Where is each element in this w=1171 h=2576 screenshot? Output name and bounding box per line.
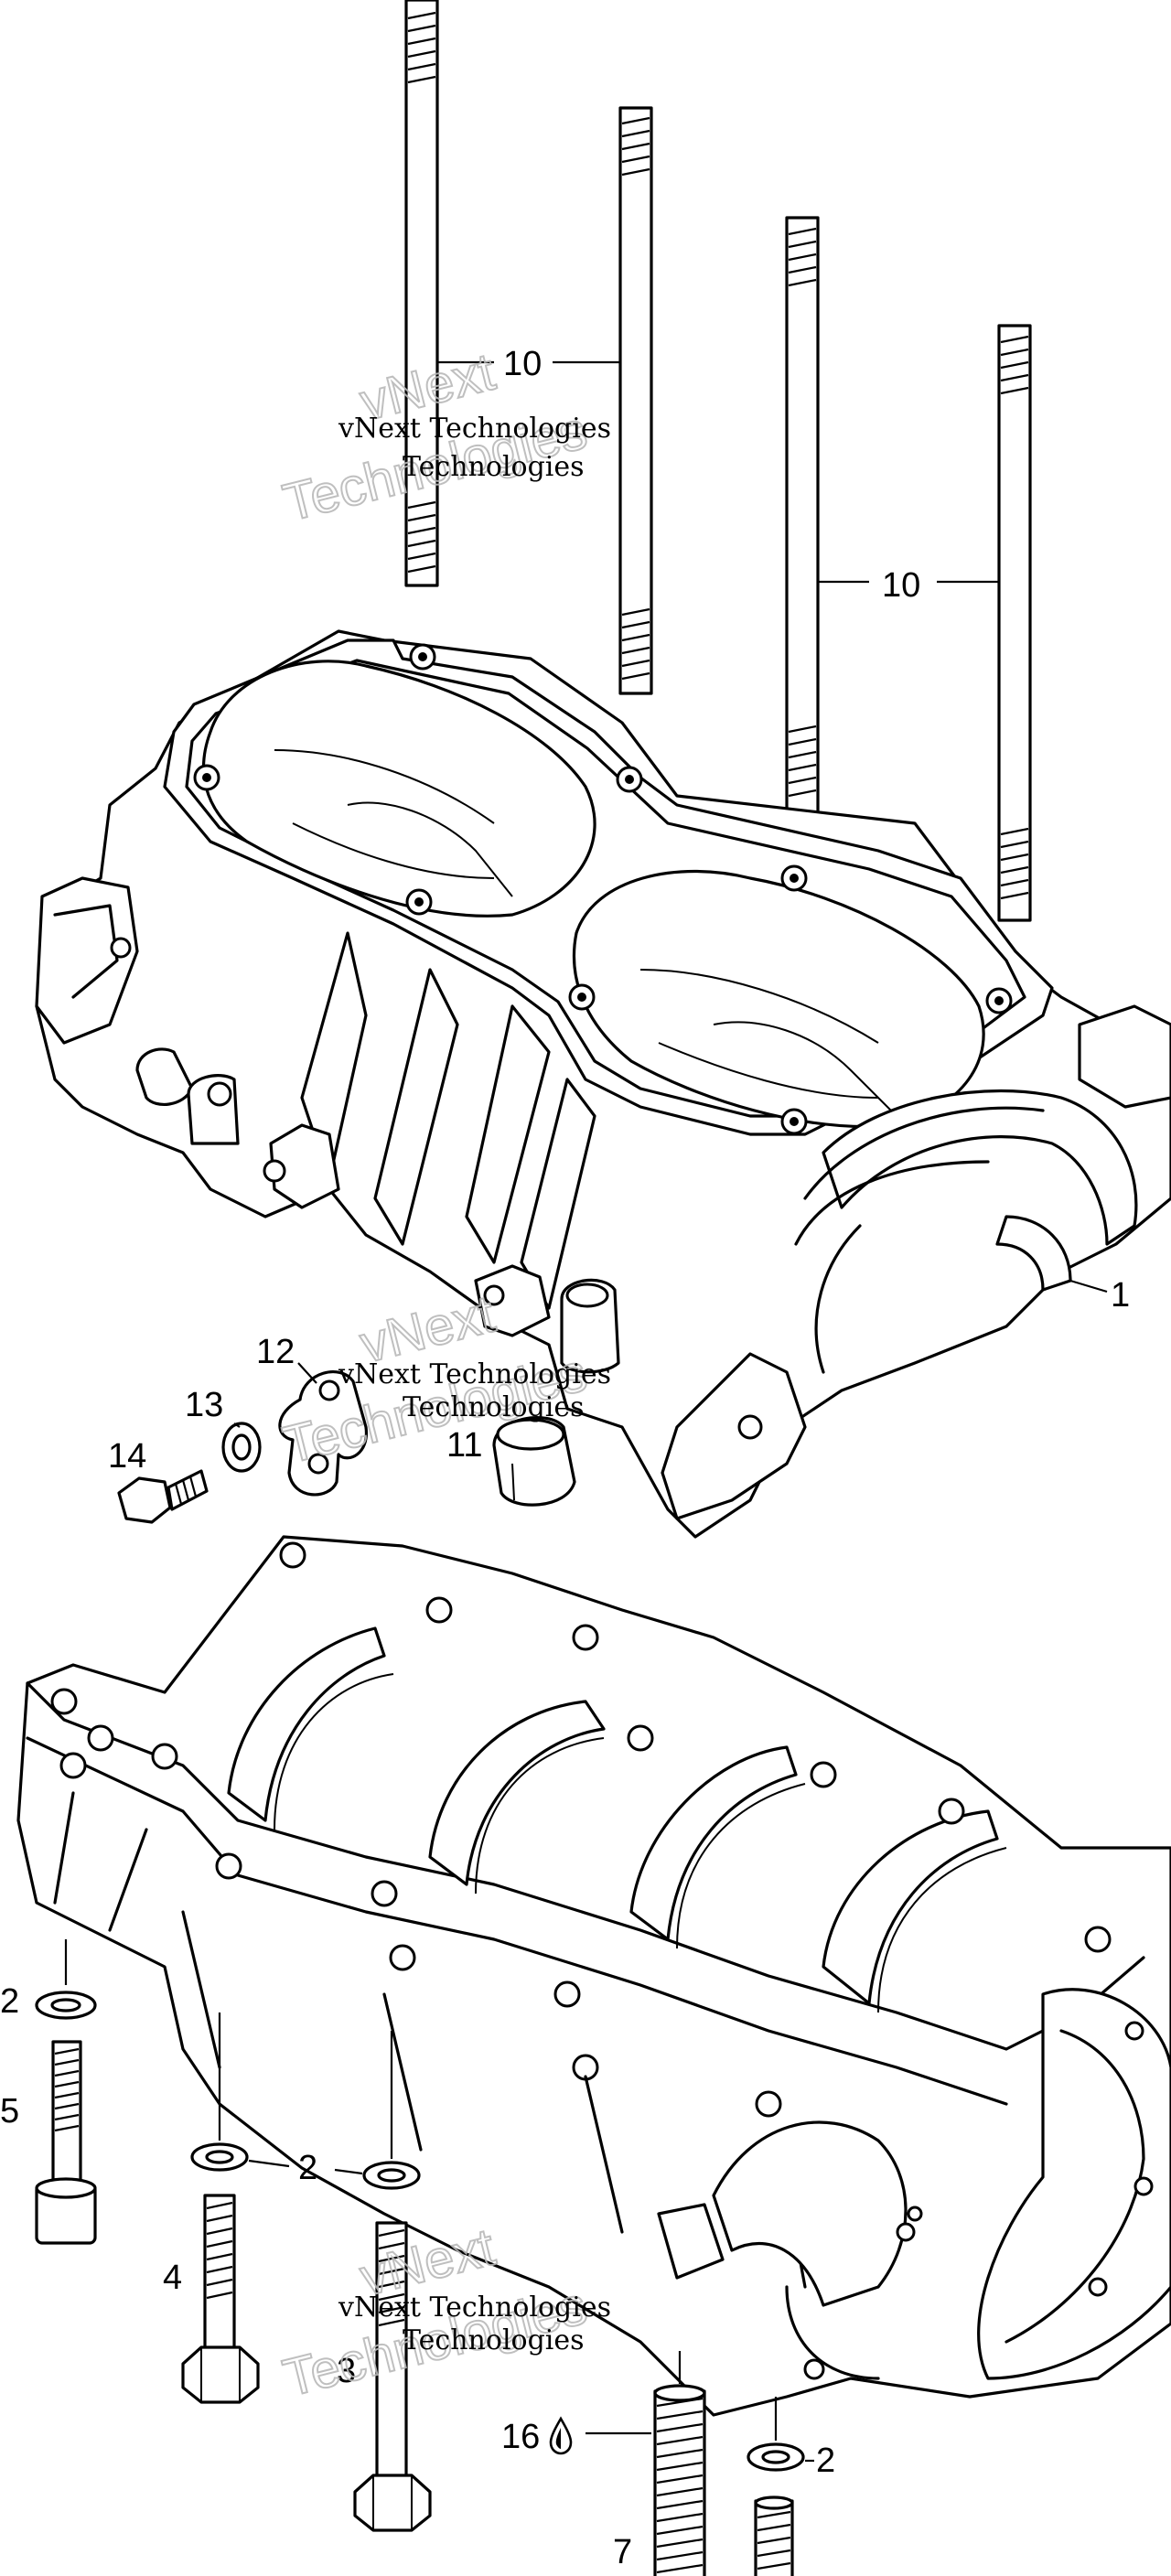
callout-10-left: 10	[503, 345, 542, 383]
lower-crankcase	[16, 1535, 1171, 2417]
callout-4: 4	[163, 2259, 182, 2297]
callout-1: 1	[1111, 1276, 1130, 1315]
washer-2-left	[35, 1991, 97, 2020]
clip-12	[278, 1370, 368, 1497]
callout-2-left: 2	[0, 1982, 19, 2021]
stud-10-c	[785, 216, 820, 814]
ring-11	[492, 1416, 576, 1507]
callout-16: 16	[501, 2418, 540, 2456]
svg-text:Technologies: Technologies	[403, 1391, 585, 1423]
stud-7	[653, 2384, 706, 2576]
callout-5: 5	[0, 2092, 19, 2131]
svg-text:Technologies: Technologies	[403, 451, 585, 483]
stud-10-b	[618, 106, 653, 695]
washer-2-right	[747, 2442, 805, 2472]
callout-14: 14	[108, 1437, 146, 1476]
bolt-14	[117, 1469, 209, 1524]
svg-text:vNext Technologies: vNext Technologies	[338, 2292, 611, 2324]
callout-13: 13	[185, 1386, 223, 1424]
washer-2-middle-right	[362, 2161, 421, 2190]
callout-11: 11	[446, 1426, 482, 1465]
watermark-top: vNext Technologies vNext Technologies Te…	[276, 341, 611, 534]
bolt-4	[181, 2194, 260, 2404]
callout-3: 3	[337, 2352, 356, 2390]
svg-text:Technologies: Technologies	[403, 2324, 585, 2356]
stud-10-a	[404, 0, 439, 587]
stud-lower-right	[754, 2496, 794, 2576]
bolt-3	[353, 2221, 432, 2532]
stud-10-d	[997, 324, 1032, 922]
svg-text:vNext Technologies: vNext Technologies	[338, 1358, 611, 1390]
callout-2-right: 2	[816, 2442, 835, 2480]
bolt-5	[35, 2040, 97, 2245]
upper-crankcase	[35, 629, 1171, 1539]
washer-2-middle-left	[190, 2142, 249, 2172]
callout-10-right: 10	[882, 566, 920, 605]
callout-7: 7	[613, 2533, 632, 2571]
callout-12: 12	[256, 1333, 295, 1371]
washer-13	[221, 1422, 262, 1473]
callout-2-middle: 2	[298, 2149, 317, 2187]
svg-text:vNext Technologies: vNext Technologies	[338, 413, 611, 445]
